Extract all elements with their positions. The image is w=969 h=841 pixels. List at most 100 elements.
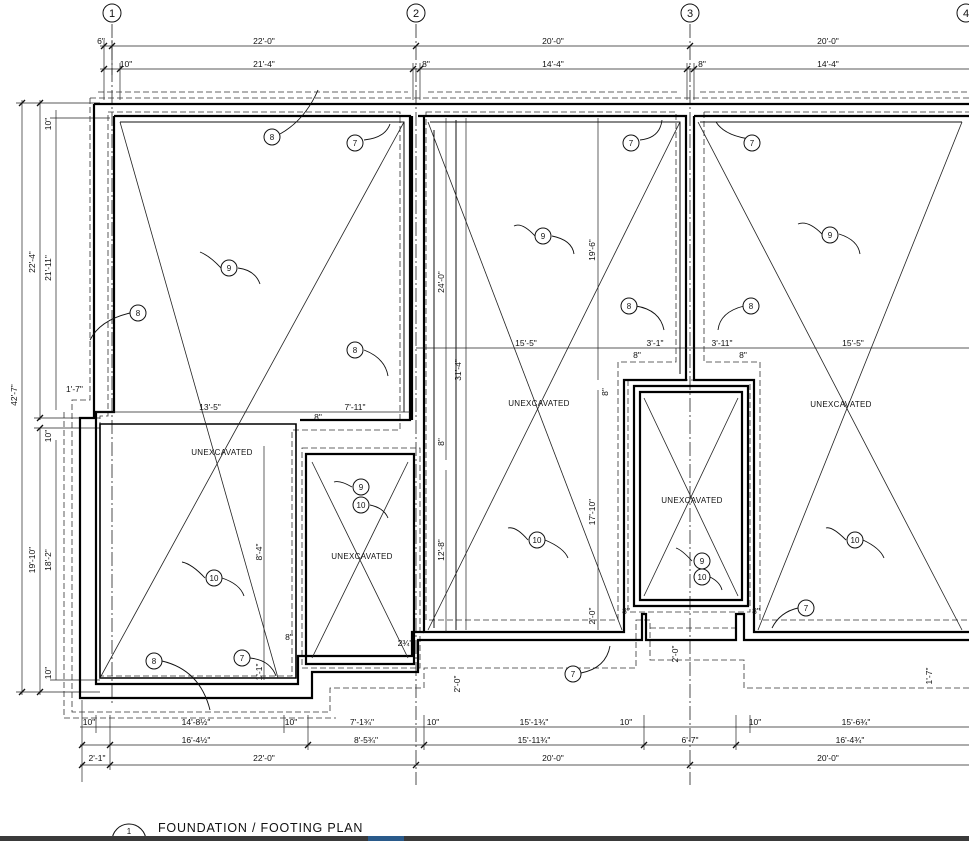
svg-text:8: 8 [627,302,632,311]
area-label-unexcavated: UNEXCAVATED [191,448,253,457]
left-dimensions: 42'-7" 22'-4" 21'-11" 10" 1'-7" 10" 19'-… [9,118,83,679]
dim-text: 10" [120,59,132,69]
area-label-unexcavated: UNEXCAVATED [810,400,872,409]
dim-text: 20'-0" [817,36,839,46]
area-label-unexcavated: UNEXCAVATED [331,552,393,561]
dim-text: 10" [43,118,53,130]
keynote-bubble: 9 [220,259,238,277]
svg-text:10: 10 [533,536,542,545]
dim-text: 8" [285,632,293,642]
dim-text: 6'-7" [682,735,699,745]
keynote-bubble: 7 [564,665,582,683]
svg-text:7: 7 [629,139,634,148]
dim-text: 10" [620,717,632,727]
svg-text:7: 7 [353,139,358,148]
dim-text: 15'-5" [842,338,864,348]
keynote-leaders [89,89,885,711]
dim-text: 2'-0" [670,646,680,663]
dim-text: 15'-5" [515,338,537,348]
bottom-dimensions: 10" 14'-8½" 10" 7'-1¾" 10" 15'-1¾" 10" 1… [83,717,871,763]
dim-text: 15'-6¾" [842,717,871,727]
dim-text: 7'-11" [344,402,365,412]
scroll-indicator [368,836,404,841]
dim-text: 3'-1" [647,338,664,348]
keynote-bubble: 7 [797,599,815,617]
keynote-bubble: 9 [534,227,552,245]
dim-text: 8" [739,350,747,360]
grid-lines [111,24,691,785]
svg-text:9: 9 [227,264,232,273]
keynote-bubble: 10 [528,531,546,549]
keynote-bubble: 7 [346,134,364,152]
dim-text: 22'-0" [253,753,275,763]
keynote-bubble: 9 [821,226,839,244]
keynote-bubble: 10 [846,531,864,549]
svg-text:8: 8 [270,133,275,142]
dim-text: 2'-1" [89,753,106,763]
keynote-bubble: 9 [693,552,711,570]
dim-text: 2¾" [398,638,413,648]
dim-text: 8" [622,606,630,616]
svg-text:4: 4 [963,8,969,20]
grid-bubble-3: 3 [680,3,700,23]
dim-text: 10" [43,430,53,442]
dim-text: 2'-0" [587,608,597,625]
dim-text: 8" [314,412,322,422]
keynote-bubble: 7 [743,134,761,152]
area-label-unexcavated: UNEXCAVATED [508,399,570,408]
area-label-unexcavated: UNEXCAVATED [661,496,723,505]
dim-text: 14'-4" [817,59,839,69]
area-labels: UNEXCAVATED UNEXCAVATED UNEXCAVATED UNEX… [191,399,872,561]
keynote-bubble: 8 [620,297,638,315]
svg-text:9: 9 [541,232,546,241]
svg-text:8: 8 [152,657,157,666]
keynote-bubble: 8 [346,341,364,359]
dimension-lines [16,40,969,782]
grid-bubbles: 1 2 3 4 [102,3,969,23]
dim-text: 14'-4" [542,59,564,69]
svg-text:9: 9 [828,231,833,240]
svg-text:7: 7 [571,670,576,679]
dim-text: 10" [83,717,95,727]
dim-text: 21'-4" [253,59,275,69]
dim-text: 18'-2" [43,549,53,571]
slab-edges [120,120,962,630]
dim-text: 8" [422,59,430,69]
svg-text:7: 7 [804,604,809,613]
dimension-ticks [18,42,740,769]
svg-text:9: 9 [359,483,364,492]
svg-text:2: 2 [413,8,419,20]
dim-text: 13'-5" [199,402,221,412]
keynote-bubble: 9 [352,478,370,496]
dim-text: 10" [749,717,761,727]
dim-text: 2'-0" [452,676,462,693]
dim-text: 8" [752,606,760,616]
svg-text:3: 3 [687,8,693,20]
top-dimensions: 6" 22'-0" 20'-0" 20'-0" 10" 21'-4" 8" 14… [97,36,839,69]
keynote-bubble: 10 [693,568,711,586]
dim-text: 6" [97,36,105,46]
keynote-bubble: 8 [742,297,760,315]
dim-text: 1'-7" [66,384,83,394]
dim-text: 8'-4" [254,544,264,561]
svg-text:10: 10 [210,574,219,583]
keynote-bubble: 8 [129,304,147,322]
svg-text:10: 10 [851,536,860,545]
grid-bubble-1: 1 [102,3,122,23]
dim-text: 12'-8" [436,539,446,561]
unexcavated-diagonals [99,121,963,679]
interior-dimensions: 13'-5" 7'-11" 8" 15'-5" 3'-1" 8" 3'-11" … [199,239,934,692]
dim-text: 10" [43,667,53,679]
dim-text: 1'-1" [254,664,264,681]
svg-text:8: 8 [749,302,754,311]
dim-text: 19'-6" [587,239,597,261]
dim-text: 8" [698,59,706,69]
drawing-title: FOUNDATION / FOOTING PLAN [158,821,363,835]
dim-text: 1'-7" [924,668,934,685]
drawing-title-block: 1 FOUNDATION / FOOTING PLAN [111,821,363,841]
dim-text: 16'-4½" [182,735,211,745]
svg-text:10: 10 [357,501,366,510]
interior-dimension-lines [96,118,969,680]
svg-text:8: 8 [136,309,141,318]
